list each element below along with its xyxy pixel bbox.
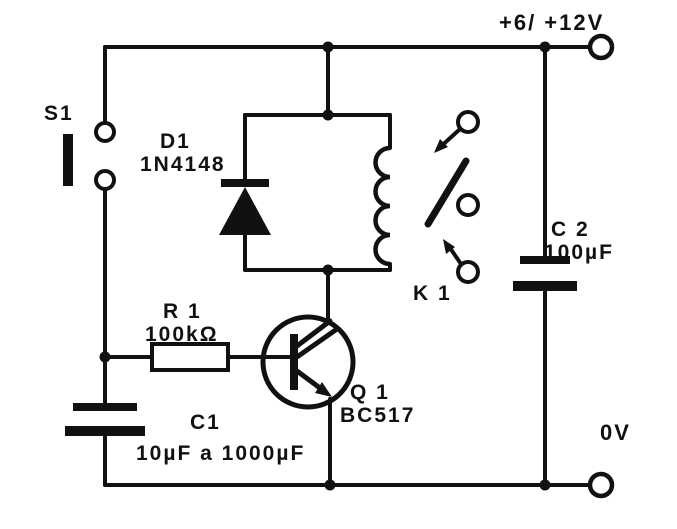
label-c2-value: 100µF xyxy=(544,241,614,264)
k1-contact-bottom xyxy=(456,260,480,284)
component-d1-diode xyxy=(219,179,271,235)
label-d1-ref: D1 xyxy=(160,130,191,153)
d1-anode-triangle xyxy=(219,187,271,235)
label-k1-ref: K 1 xyxy=(413,282,452,305)
component-k1-relay xyxy=(373,110,480,284)
junction-dot xyxy=(322,41,334,53)
k1-coil xyxy=(373,145,391,267)
label-q1-value: BC517 xyxy=(340,404,415,427)
label-c1-ref: C1 xyxy=(190,411,221,434)
component-q1-transistor xyxy=(260,314,356,410)
label-supply-positive: +6/ +12V xyxy=(499,10,604,35)
component-c2-capacitor xyxy=(513,256,577,291)
k1-contact-top xyxy=(456,110,480,134)
q1-base-bar xyxy=(290,334,298,390)
q1-emitter-arrowhead xyxy=(315,382,332,397)
label-s1-ref: S1 xyxy=(44,102,74,125)
wire-layer xyxy=(103,45,592,487)
s1-actuator-bar xyxy=(63,134,73,186)
component-c1-capacitor xyxy=(65,403,145,436)
c1-plate-top xyxy=(73,403,137,411)
c2-plate-top xyxy=(520,256,570,264)
q1-envelope xyxy=(260,314,356,410)
junction-dot xyxy=(99,351,111,363)
label-c1-value: 10µF a 1000µF xyxy=(136,442,305,465)
k1-no-arrowhead xyxy=(443,239,455,254)
q1-collector-line-1 xyxy=(294,318,333,349)
terminal-positive xyxy=(587,33,615,61)
label-layer: S1 D1 1N4148 R 1 100kΩ C1 10µF a 1000µF … xyxy=(44,10,631,465)
component-s1-pushbutton xyxy=(63,121,116,191)
junction-dot xyxy=(539,41,551,53)
label-r1-value: 100kΩ xyxy=(145,323,219,346)
junction-dot xyxy=(322,264,334,276)
junction-dot xyxy=(322,109,334,121)
terminal-zero xyxy=(587,471,615,499)
r1-body xyxy=(150,342,230,372)
terminals xyxy=(587,33,615,499)
label-d1-value: 1N4148 xyxy=(140,153,226,176)
k1-nc-arrowhead xyxy=(434,139,448,153)
c1-plate-bottom xyxy=(65,426,145,436)
d1-cathode-bar xyxy=(221,179,269,187)
junction-dot xyxy=(324,479,336,491)
label-r1-ref: R 1 xyxy=(163,300,202,323)
q1-collector-line-2 xyxy=(294,326,340,360)
s1-contact-bottom xyxy=(94,169,116,191)
k1-contact-middle xyxy=(456,193,480,217)
label-c2-ref: C 2 xyxy=(551,218,590,241)
junction-dot xyxy=(539,479,551,491)
k1-armature xyxy=(424,157,470,228)
junction-dots xyxy=(99,41,551,491)
s1-contact-top xyxy=(94,121,116,143)
label-q1-ref: Q 1 xyxy=(350,381,390,404)
label-supply-zero: 0V xyxy=(600,420,631,445)
c2-plate-bottom xyxy=(513,281,577,291)
component-r1-resistor xyxy=(150,342,230,372)
